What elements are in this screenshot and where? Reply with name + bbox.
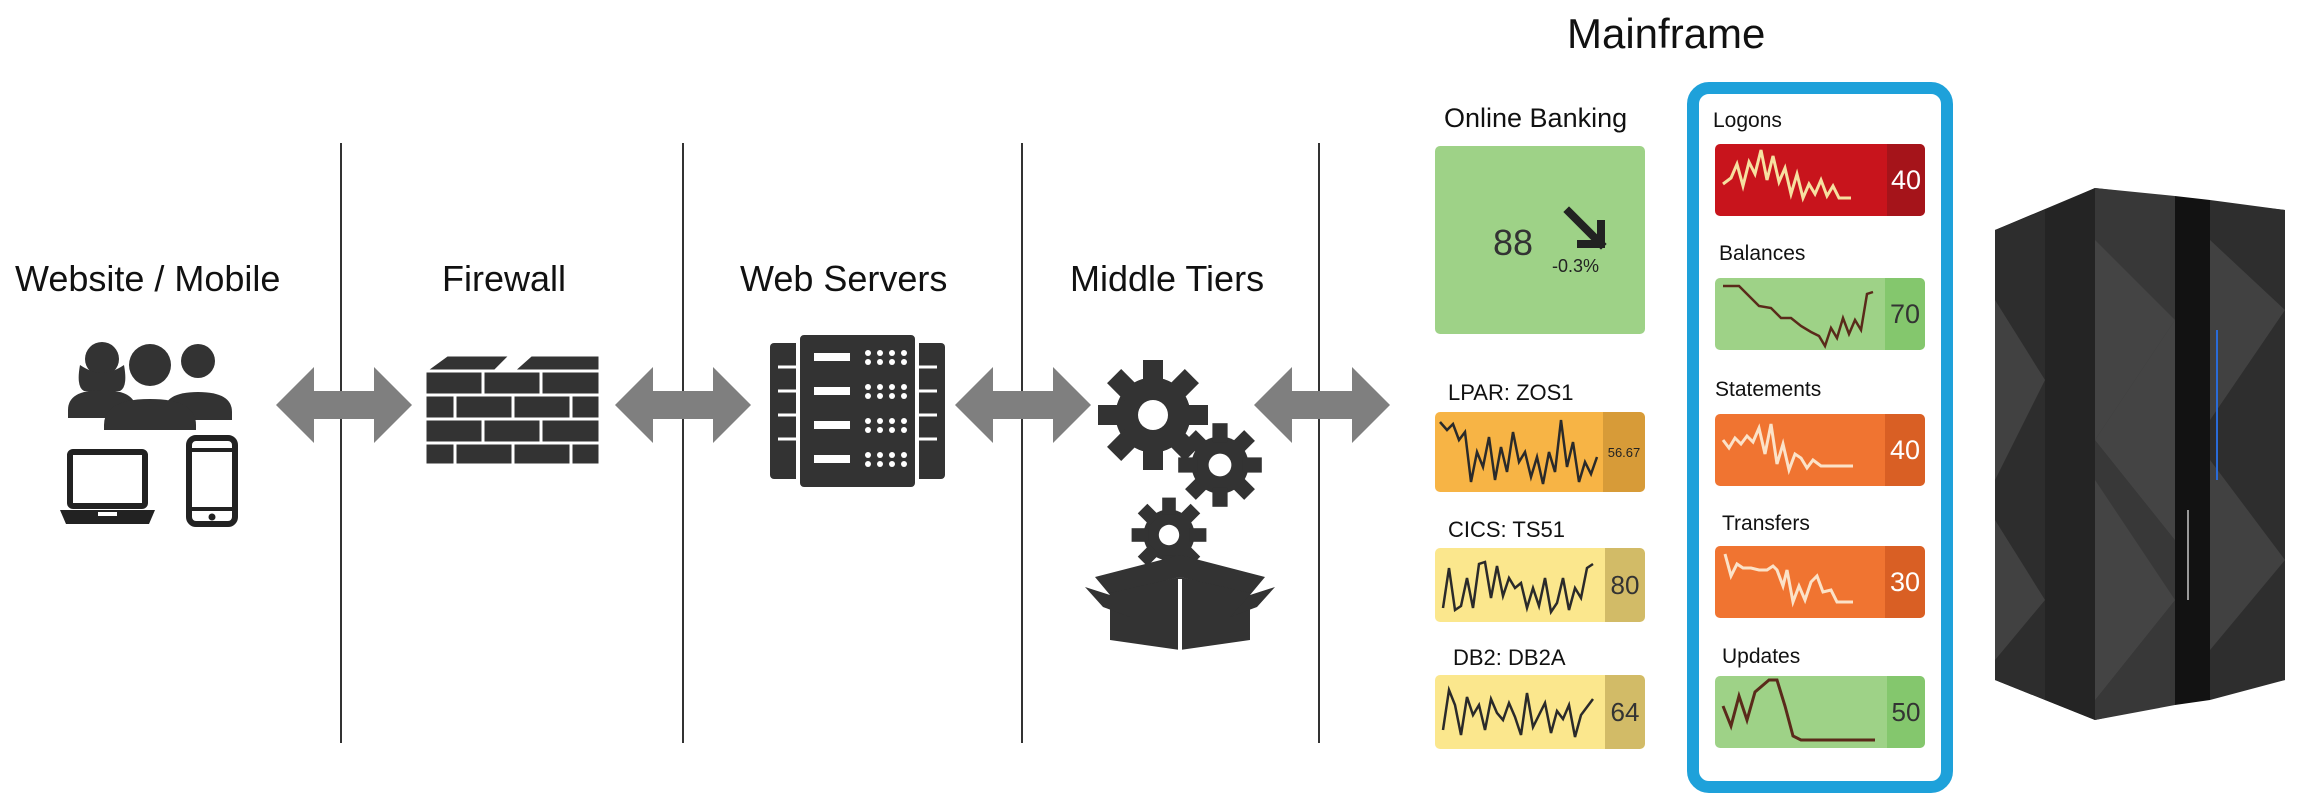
value-box: 40 (1887, 144, 1925, 216)
sparkline (1721, 423, 1853, 476)
sparkline (1441, 685, 1594, 738)
sparkline (1723, 284, 1874, 349)
mainframe-server-image (1995, 188, 2285, 720)
transaction-tile-updates[interactable]: 50 (1715, 676, 1925, 748)
value-box: 50 (1887, 676, 1925, 748)
tier-title-website: Website / Mobile (15, 258, 281, 299)
system-label-cics: CICS: TS51 (1448, 517, 1565, 542)
system-value-lpar: 56.67 (1607, 444, 1641, 460)
transaction-tile-statements[interactable]: 40 (1715, 414, 1925, 486)
system-value-cics: 80 (1610, 569, 1640, 600)
double-arrow-icon (955, 367, 1091, 443)
value-box: 64 (1605, 675, 1645, 749)
laptop-icon (60, 449, 155, 524)
system-label-lpar: LPAR: ZOS1 (1448, 380, 1574, 405)
value-box: 80 (1605, 548, 1645, 622)
online-banking-label: Online Banking (1444, 103, 1628, 133)
server-rack-icon (770, 333, 945, 489)
system-tile-cics[interactable]: 80 (1435, 548, 1645, 622)
transaction-label-logons: Logons (1713, 109, 1782, 132)
double-arrow-icon (1254, 367, 1390, 443)
transaction-label-balances: Balances (1719, 242, 1806, 265)
tier-title-middle-tiers: Middle Tiers (1070, 258, 1265, 299)
transaction-value-updates: 50 (1891, 696, 1921, 727)
system-label-db2: DB2: DB2A (1453, 645, 1566, 670)
mainframe-title: Mainframe (1567, 10, 1766, 57)
transaction-tile-logons[interactable]: 40 (1715, 144, 1925, 216)
system-tile-db2[interactable]: 64 (1435, 675, 1645, 749)
transaction-value-transfers: 30 (1889, 566, 1921, 597)
sparkline (1721, 678, 1875, 742)
value-box: 40 (1885, 414, 1925, 486)
arrow-down-right-icon (1563, 206, 1607, 250)
online-banking-tile[interactable]: 88 -0.3% (1435, 146, 1645, 334)
transaction-tile-balances[interactable]: 70 (1715, 278, 1925, 350)
system-tile-lpar[interactable]: 56.67 (1435, 412, 1645, 492)
online-banking-value: 88 (1493, 222, 1534, 263)
online-banking-change: -0.3% (1552, 256, 1600, 276)
sparkline (1439, 419, 1599, 485)
transaction-label-updates: Updates (1722, 645, 1801, 668)
value-box: 56.67 (1603, 412, 1645, 492)
system-value-db2: 64 (1610, 696, 1640, 727)
firewall-icon (425, 353, 600, 467)
transactions-highlight-frame (1687, 82, 1953, 793)
value-box: 30 (1885, 546, 1925, 618)
divider-4 (1318, 143, 1320, 743)
sparkline (1722, 149, 1851, 203)
double-arrow-icon (615, 367, 751, 443)
value-box: 70 (1885, 278, 1925, 350)
transaction-label-transfers: Transfers (1722, 512, 1810, 535)
transaction-value-balances: 70 (1889, 298, 1921, 329)
divider-3 (1021, 143, 1023, 743)
tier-title-web-servers: Web Servers (740, 258, 948, 299)
tier-title-firewall: Firewall (442, 258, 567, 299)
transaction-label-statements: Statements (1715, 378, 1822, 401)
transaction-tile-transfers[interactable]: 30 (1715, 546, 1925, 618)
sparkline (1441, 560, 1594, 616)
users-icon (68, 342, 232, 430)
transaction-value-statements: 40 (1889, 434, 1921, 465)
sparkline (1723, 553, 1853, 608)
phone-icon (186, 435, 238, 527)
transaction-value-logons: 40 (1890, 164, 1922, 195)
divider-1 (340, 143, 342, 743)
double-arrow-icon (276, 367, 412, 443)
gears-box-icon (1085, 360, 1275, 650)
divider-2 (682, 143, 684, 743)
